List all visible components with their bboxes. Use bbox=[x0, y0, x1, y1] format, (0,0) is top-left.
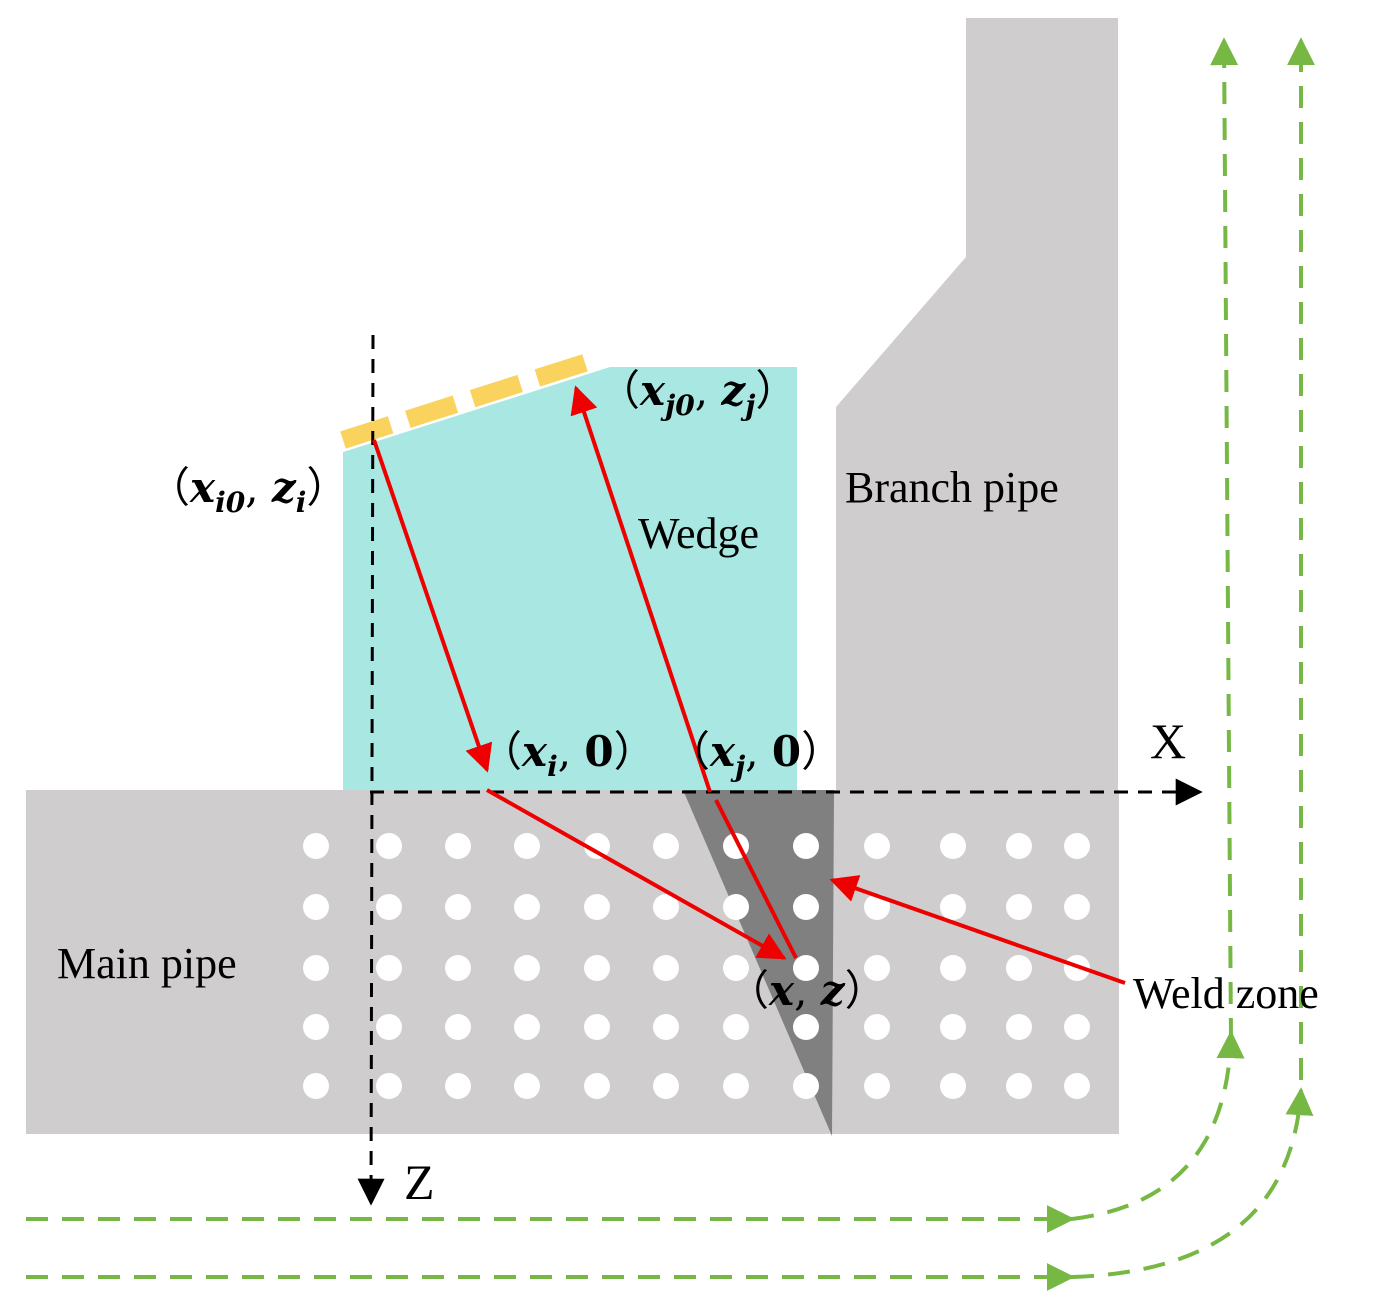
grid-point-r2-c4 bbox=[514, 894, 540, 920]
grid-point-r5-c2 bbox=[376, 1073, 402, 1099]
ray-emit-pipe bbox=[486, 788, 787, 960]
flow-lines bbox=[26, 37, 1315, 1291]
grid-point-r4-c10 bbox=[940, 1014, 966, 1040]
grid-point-r5-c4 bbox=[514, 1073, 540, 1099]
grid-point-r2-c10 bbox=[940, 894, 966, 920]
ray-return-wedge bbox=[570, 385, 712, 793]
grid-point-r2-c2 bbox=[376, 894, 402, 920]
main-pipe-label: Main pipe bbox=[57, 939, 237, 988]
grid-points bbox=[303, 833, 1090, 1099]
ray-paths bbox=[372, 385, 1126, 985]
grid-point-r3-c10 bbox=[940, 955, 966, 981]
grid-point-r3-c6 bbox=[653, 955, 679, 981]
grid-point-r5-c8 bbox=[793, 1073, 819, 1099]
grid-point-r4-c3 bbox=[445, 1014, 471, 1040]
focus-point-label: （x, z） bbox=[727, 966, 887, 1015]
grid-point-r3-c1 bbox=[303, 955, 329, 981]
weld-zone-pointer bbox=[829, 875, 1126, 985]
grid-point-r1-c10 bbox=[940, 833, 966, 859]
grid-point-r5-c5 bbox=[584, 1073, 610, 1099]
grid-point-r1-c5 bbox=[584, 833, 610, 859]
grid-point-r2-c1 bbox=[303, 894, 329, 920]
grid-point-r4-c8 bbox=[793, 1014, 819, 1040]
grid-point-r3-c7 bbox=[723, 955, 749, 981]
grid-point-r5-c7 bbox=[723, 1073, 749, 1099]
main-pipe-shape bbox=[26, 790, 1119, 1134]
grid-point-r4-c4 bbox=[514, 1014, 540, 1040]
grid-point-r5-c1 bbox=[303, 1073, 329, 1099]
grid-point-r4-c6 bbox=[653, 1014, 679, 1040]
grid-point-r1-c1 bbox=[303, 833, 329, 859]
grid-point-r5-c11 bbox=[1006, 1073, 1032, 1099]
grid-point-r1-c8 bbox=[793, 833, 819, 859]
grid-point-r2-c12 bbox=[1064, 894, 1090, 920]
weld-zone-label: Weld zone bbox=[1133, 969, 1319, 1018]
grid-point-r2-c5 bbox=[584, 894, 610, 920]
z-axis-label: Z bbox=[404, 1154, 435, 1210]
flow-curve-2 bbox=[1071, 1087, 1314, 1279]
ray-emit-wedge bbox=[372, 439, 493, 773]
grid-point-r5-c10 bbox=[940, 1073, 966, 1099]
grid-point-r5-c9 bbox=[864, 1073, 890, 1099]
grid-point-r5-c6 bbox=[653, 1073, 679, 1099]
grid-point-r2-c9 bbox=[864, 894, 890, 920]
grid-point-r3-c5 bbox=[584, 955, 610, 981]
grid-point-r1-c12 bbox=[1064, 833, 1090, 859]
exit-point-j-label: （xj, 0） bbox=[668, 727, 843, 783]
grid-point-r1-c9 bbox=[864, 833, 890, 859]
grid-point-r1-c3 bbox=[445, 833, 471, 859]
grid-point-r4-c9 bbox=[864, 1014, 890, 1040]
grid-point-r4-c1 bbox=[303, 1014, 329, 1040]
flow-curve-1 bbox=[1071, 1030, 1245, 1221]
grid-point-r4-c11 bbox=[1006, 1014, 1032, 1040]
grid-point-r1-c2 bbox=[376, 833, 402, 859]
ray-return-pipe bbox=[714, 799, 798, 959]
grid-point-r3-c3 bbox=[445, 955, 471, 981]
grid-point-r2-c3 bbox=[445, 894, 471, 920]
weld-zone-shape bbox=[683, 790, 834, 1136]
flow-vertical-1 bbox=[1210, 37, 1239, 1041]
grid-point-r1-c4 bbox=[514, 833, 540, 859]
wedge-label: Wedge bbox=[638, 509, 759, 558]
grid-point-r3-c8 bbox=[793, 955, 819, 981]
grid-point-r4-c7 bbox=[723, 1014, 749, 1040]
grid-point-r3-c2 bbox=[376, 955, 402, 981]
grid-point-r2-c7 bbox=[723, 894, 749, 920]
grid-point-r5-c12 bbox=[1064, 1073, 1090, 1099]
grid-point-r1-c6 bbox=[653, 833, 679, 859]
grid-point-r2-c6 bbox=[653, 894, 679, 920]
x-axis-label: X bbox=[1150, 713, 1186, 769]
grid-point-r3-c4 bbox=[514, 955, 540, 981]
branch-pipe-shape bbox=[836, 18, 1118, 790]
entry-point-i-label: （xi, 0） bbox=[480, 727, 656, 783]
grid-point-r3-c11 bbox=[1006, 955, 1032, 981]
grid-point-r4-c2 bbox=[376, 1014, 402, 1040]
emitter-point-label: （xi0, zi） bbox=[148, 463, 348, 519]
receiver-point-label: （xj0, zj） bbox=[598, 366, 797, 422]
probe-array bbox=[340, 349, 603, 449]
grid-point-r5-c3 bbox=[445, 1073, 471, 1099]
grid-point-r4-c12 bbox=[1064, 1014, 1090, 1040]
grid-point-r4-c5 bbox=[584, 1014, 610, 1040]
grid-point-r3-c9 bbox=[864, 955, 890, 981]
branch-pipe-label: Branch pipe bbox=[845, 463, 1059, 512]
grid-point-r1-c11 bbox=[1006, 833, 1032, 859]
grid-point-r2-c11 bbox=[1006, 894, 1032, 920]
grid-point-r2-c8 bbox=[793, 894, 819, 920]
z-axis bbox=[357, 334, 385, 1206]
